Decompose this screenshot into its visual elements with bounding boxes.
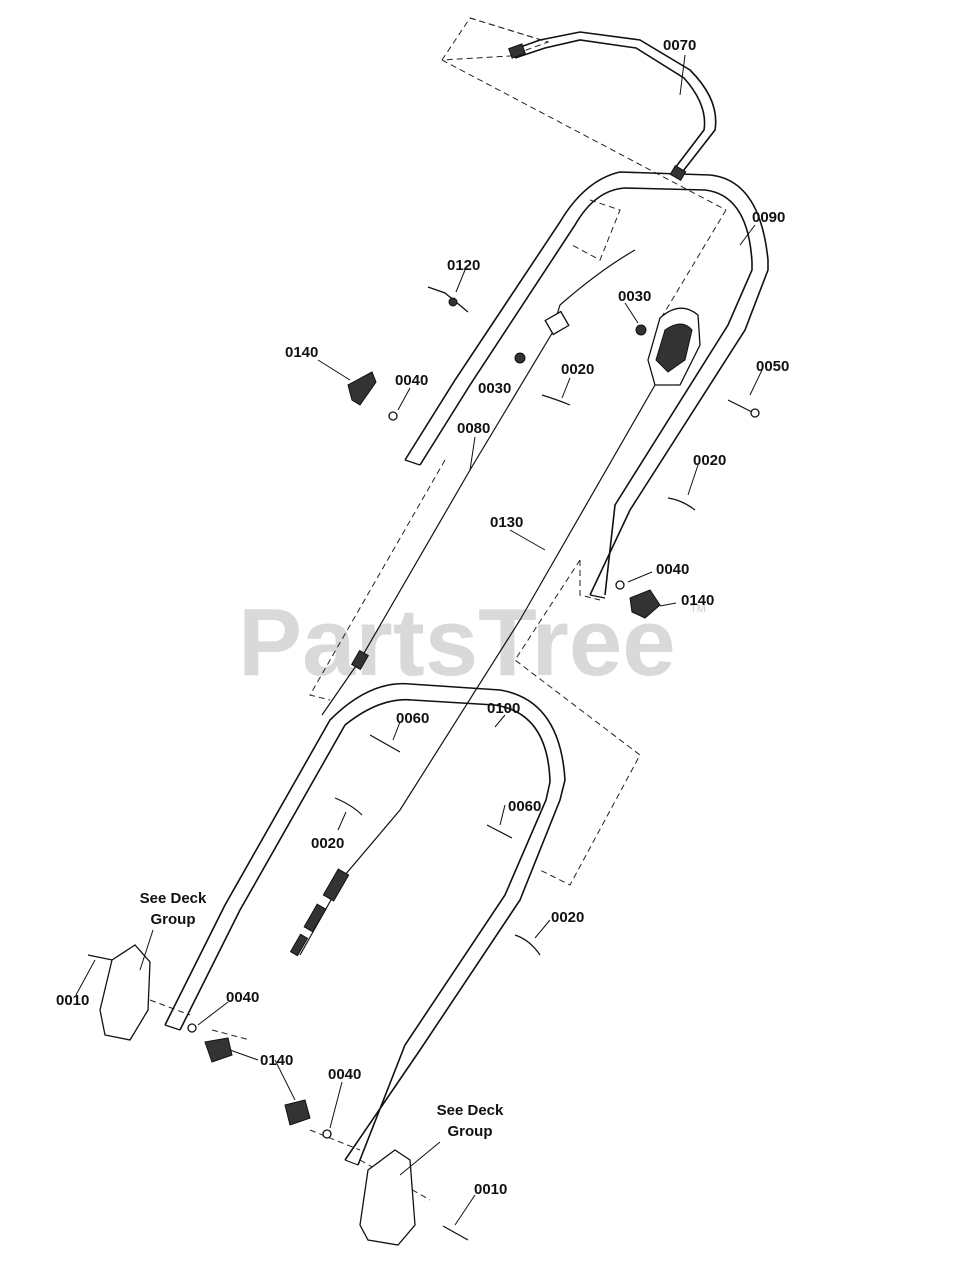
control-bail — [508, 31, 717, 182]
lower-handle — [164, 682, 566, 1166]
callout-0020: 0020 — [561, 361, 594, 378]
callout-0080: 0080 — [457, 420, 490, 437]
callout-0010: 0010 — [56, 992, 89, 1009]
callout-0040: 0040 — [395, 372, 428, 389]
callout-0020: 0020 — [693, 452, 726, 469]
callout-0010: 0010 — [474, 1181, 507, 1198]
engine-control — [647, 307, 701, 386]
callout-0030: 0030 — [618, 288, 651, 305]
assembly-guides — [149, 17, 727, 1201]
watermark-brand: PartsTree — [238, 589, 676, 696]
upper-handle — [404, 171, 769, 599]
callout-0040: 0040 — [226, 989, 259, 1006]
callout-labels: 0070 0090 0120 0030 0140 0040 0030 0020 … — [56, 37, 789, 1198]
callout-0070: 0070 — [663, 37, 696, 54]
callout-0140: 0140 — [681, 592, 714, 609]
callout-0040: 0040 — [656, 561, 689, 578]
watermark-trademark: TM — [690, 603, 706, 615]
note-see-deck-right: See Deck — [437, 1102, 504, 1119]
callout-0100: 0100 — [487, 700, 520, 717]
callout-0030: 0030 — [478, 380, 511, 397]
callout-0040: 0040 — [328, 1066, 361, 1083]
callout-0140: 0140 — [260, 1052, 293, 1069]
callout-0130: 0130 — [490, 514, 523, 531]
cables — [289, 249, 656, 957]
callout-0050: 0050 — [756, 358, 789, 375]
callout-0060: 0060 — [508, 798, 541, 815]
callout-0120: 0120 — [447, 257, 480, 274]
hardware — [87, 286, 760, 1241]
note-group-right: Group — [448, 1123, 493, 1140]
leader-lines — [75, 54, 763, 1226]
note-group-left: Group — [151, 911, 196, 928]
callout-0060: 0060 — [396, 710, 429, 727]
callout-0090: 0090 — [752, 209, 785, 226]
callout-0140: 0140 — [285, 344, 318, 361]
note-see-deck-left: See Deck — [140, 890, 207, 907]
callout-0020: 0020 — [311, 835, 344, 852]
deck-group-notes: See Deck Group See Deck Group — [140, 890, 504, 1140]
callout-0020: 0020 — [551, 909, 584, 926]
